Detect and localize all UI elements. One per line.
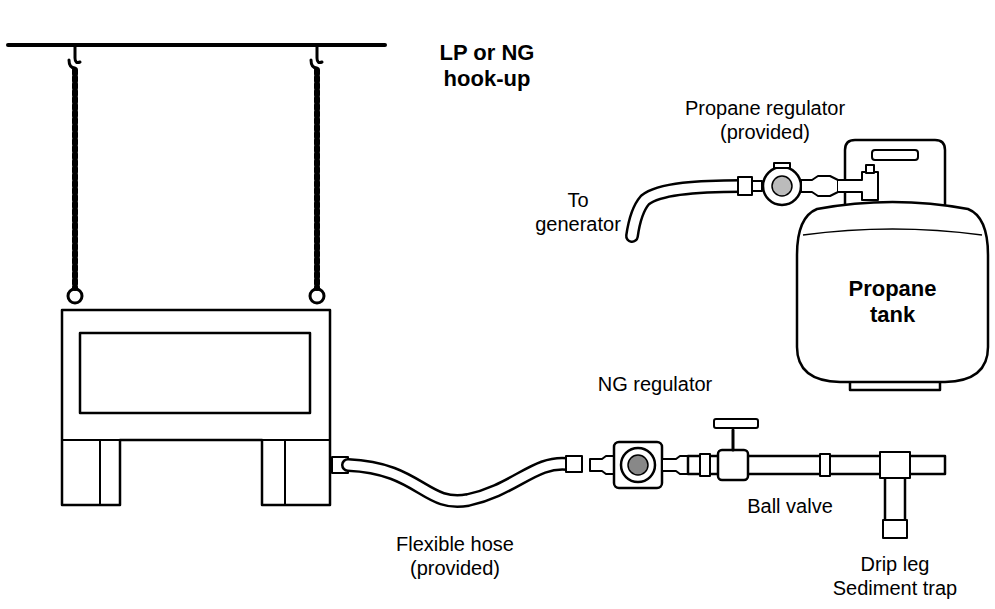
drip-leg-cap [883, 520, 907, 538]
generator-line [62, 439, 120, 441]
hook [311, 47, 322, 68]
regulator-center [628, 455, 648, 475]
valve-knob [866, 165, 874, 173]
regulator-fitting [662, 456, 688, 474]
generator-leg [284, 440, 286, 505]
propane-hose [632, 186, 742, 236]
tank-collar [845, 140, 945, 205]
part-label: To generator [528, 188, 628, 236]
propane-hose-core [632, 186, 742, 236]
tank-outline [797, 202, 988, 382]
regulator-cap [774, 163, 790, 168]
chain [314, 70, 320, 288]
pol-fitting [801, 176, 838, 196]
generator-line [262, 439, 330, 441]
part-label: Flexible hose (provided) [380, 532, 530, 580]
hose-fitting [566, 456, 582, 472]
chain [72, 70, 78, 288]
flexible-hose-core [348, 464, 568, 501]
part-label: Drip leg Sediment trap [820, 552, 970, 600]
generator-panel [80, 333, 310, 413]
valve-handle [714, 419, 758, 428]
collar-handle [872, 150, 918, 160]
ball-valve [718, 450, 748, 480]
node-label: Propane tank [838, 276, 948, 329]
valve-stem [732, 430, 735, 450]
part-label: Propane regulator (provided) [675, 96, 855, 144]
regulator-fitting [590, 456, 614, 474]
generator-frame [62, 310, 330, 505]
diagram-title: LP or NG hook-up [427, 40, 547, 93]
generator-leg [99, 440, 101, 505]
pipe-tee [880, 452, 910, 478]
ng-regulator [614, 442, 662, 488]
regulator-fitting [752, 181, 762, 191]
ceiling-beam [8, 43, 385, 47]
pipe-coupling [700, 454, 710, 476]
part-label: Ball valve [720, 494, 860, 518]
node-text-group: Propane tank [838, 254, 948, 329]
propane-regulator [763, 167, 801, 205]
hose-fitting [738, 177, 752, 195]
tank-valve [838, 172, 878, 200]
chain-ring [310, 289, 324, 303]
pipe-coupling [820, 454, 830, 476]
chain-ring [68, 289, 82, 303]
regulator-dial [621, 448, 655, 482]
regulator-center [772, 176, 792, 196]
part-label: NG regulator [575, 372, 735, 396]
tank-seam [803, 229, 982, 235]
hook [69, 47, 80, 68]
flexible-hose [348, 464, 568, 501]
propane-tank: Propane tank [795, 195, 990, 387]
